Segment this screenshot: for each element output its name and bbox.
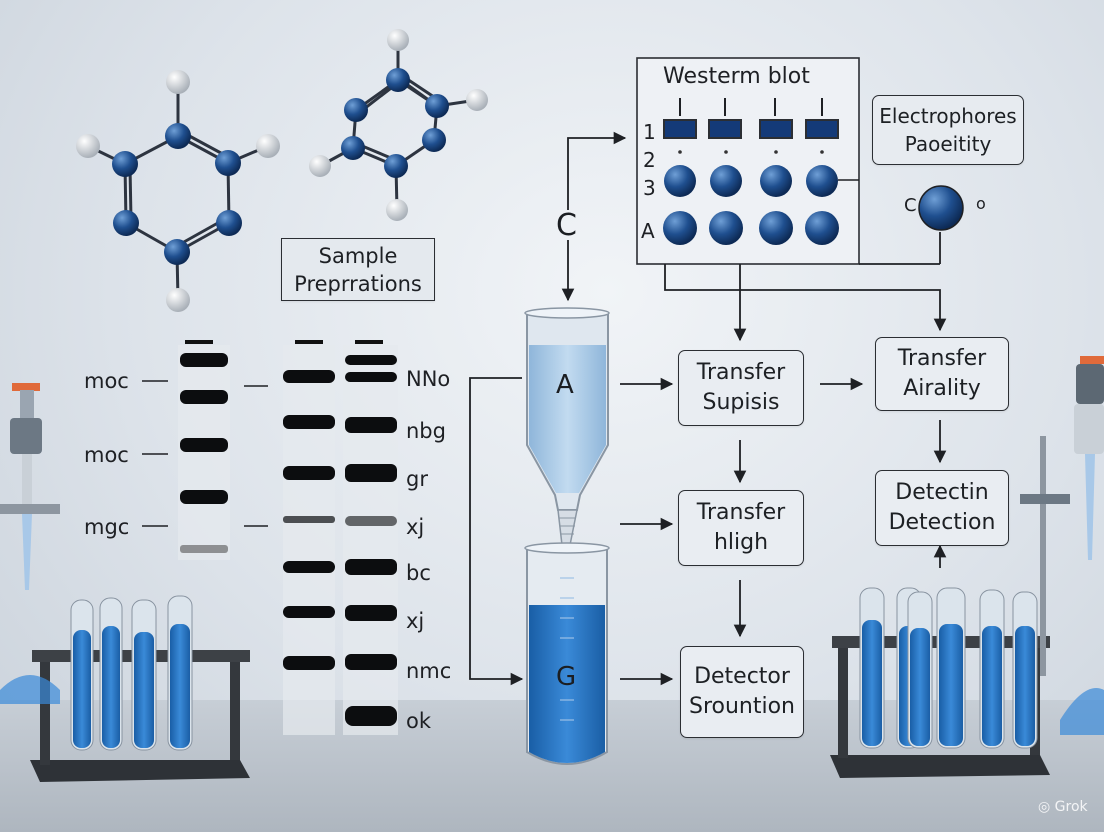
gel-right-label-2: nbg	[406, 419, 446, 443]
transfer-hligh-box: Transfer hligh	[678, 490, 804, 566]
test-tube-rack-left	[30, 595, 250, 782]
flow-connectors	[469, 131, 947, 686]
transfer-airality-box: Transfer Airality	[875, 337, 1009, 411]
watermark: ◎ Grok	[1038, 799, 1088, 815]
tube-g-label: G	[556, 662, 577, 692]
tube-a-label: A	[556, 370, 574, 400]
blot-row-label-2: 2	[643, 148, 656, 172]
molecule-right-icon	[309, 29, 488, 221]
pipette-left-icon	[0, 383, 60, 704]
sample-box-line1: Sample	[318, 243, 398, 268]
gel-right-label-1: NNo	[406, 367, 451, 391]
separatory-funnel	[524, 307, 610, 563]
electrophores-line2: Paoeitity	[904, 132, 992, 156]
blot-row-label-3: 3	[643, 176, 656, 200]
electrophores-line1: Electrophores	[879, 104, 1017, 128]
gel-left-label-1: moc	[84, 369, 129, 393]
gel-right-label-6: xj	[406, 609, 425, 633]
transfer-airality-line2: Airality	[903, 376, 981, 401]
grok-logo-icon: ◎	[1038, 799, 1051, 815]
gel-right-label-3: gr	[406, 467, 428, 491]
molecule-left-icon	[76, 70, 280, 312]
blot-row-label-1: 1	[643, 120, 656, 144]
blot-row-label-a: A	[641, 219, 655, 243]
detectin-detection-line2: Detection	[888, 510, 996, 535]
transfer-supisis-line1: Transfer	[696, 360, 786, 385]
test-tube-large	[524, 542, 610, 765]
transfer-supisis-box: Transfer Supisis	[678, 350, 804, 426]
western-blot-panel	[636, 57, 860, 265]
transfer-airality-line1: Transfer	[897, 346, 987, 371]
western-blot-title: Westerm blot	[663, 64, 810, 89]
transfer-supisis-line2: Supisis	[702, 390, 780, 415]
transfer-hligh-line2: hligh	[713, 530, 769, 555]
molecule-small-icon	[919, 186, 963, 230]
molecule-symbol-o: o	[976, 194, 986, 213]
transfer-hligh-line1: Transfer	[696, 500, 786, 525]
gel-left-label-2: moc	[84, 443, 129, 467]
gel-right-label-8: ok	[406, 709, 432, 733]
sample-box-line2: Preprrations	[294, 271, 422, 296]
gel-right-label-7: nmc	[406, 659, 452, 683]
sample-preparations-box: Sample Preprrations	[281, 238, 435, 301]
gel-right-label-4: xj	[406, 515, 425, 539]
detector-srountion-line1: Detector	[694, 664, 790, 689]
detector-srountion-box: Detector Srountion	[680, 646, 804, 738]
watermark-text: Grok	[1054, 799, 1088, 815]
detectin-detection-box: Detectin Detection	[875, 470, 1009, 546]
gel-left-label-3: mgc	[84, 515, 130, 539]
c-label: C	[556, 208, 577, 243]
gel-electrophoresis	[142, 340, 398, 735]
pipette-right-icon	[1020, 356, 1104, 735]
electrophores-box: Electrophores Paoeitity	[872, 95, 1024, 165]
test-tube-rack-right	[830, 587, 1050, 778]
gel-right-label-5: bc	[406, 561, 431, 585]
molecule-symbol-c: C	[904, 195, 917, 216]
detector-srountion-line2: Srountion	[688, 694, 795, 719]
detectin-detection-line1: Detectin	[895, 480, 989, 505]
